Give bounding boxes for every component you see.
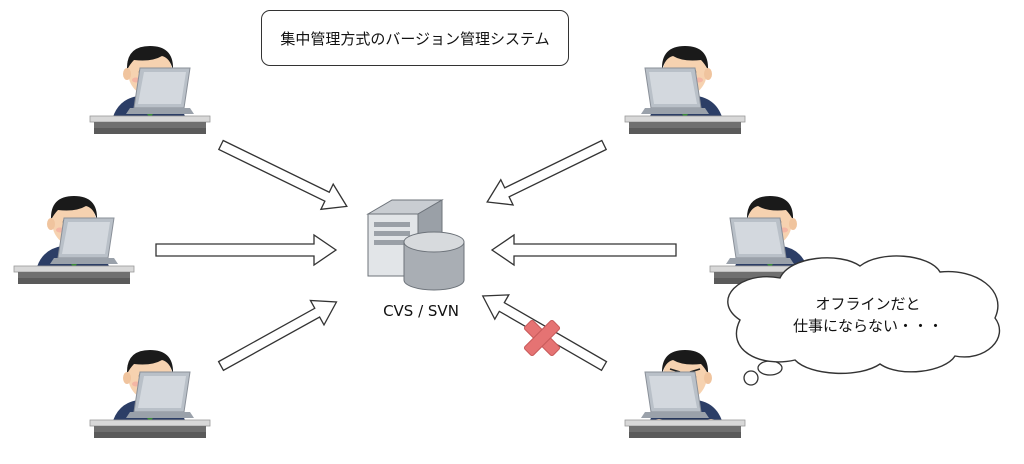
arrow-top-left (217, 139, 348, 211)
thought-bubble-text: オフラインだと 仕事にならない・・・ (748, 293, 988, 337)
user-top-left (89, 45, 211, 135)
blocked-cross-icon (523, 319, 561, 357)
user-top-right (624, 45, 746, 135)
user-middle-left (13, 195, 135, 285)
arrow-middle-right (490, 233, 677, 267)
server-database-icon (366, 199, 465, 291)
thought-bubble-line-1: オフラインだと (815, 295, 921, 313)
thought-bubble (727, 255, 1001, 386)
diagram-title: 集中管理方式のバージョン管理システム (261, 10, 569, 66)
arrow-top-right (486, 139, 608, 206)
user-bottom-right (624, 349, 746, 439)
arrow-middle-left (155, 233, 338, 267)
user-bottom-left (89, 349, 211, 439)
thought-bubble-line-2: 仕事にならない・・・ (792, 317, 943, 335)
server-label: CVS / SVN (383, 302, 459, 320)
arrow-bottom-left (217, 299, 338, 372)
